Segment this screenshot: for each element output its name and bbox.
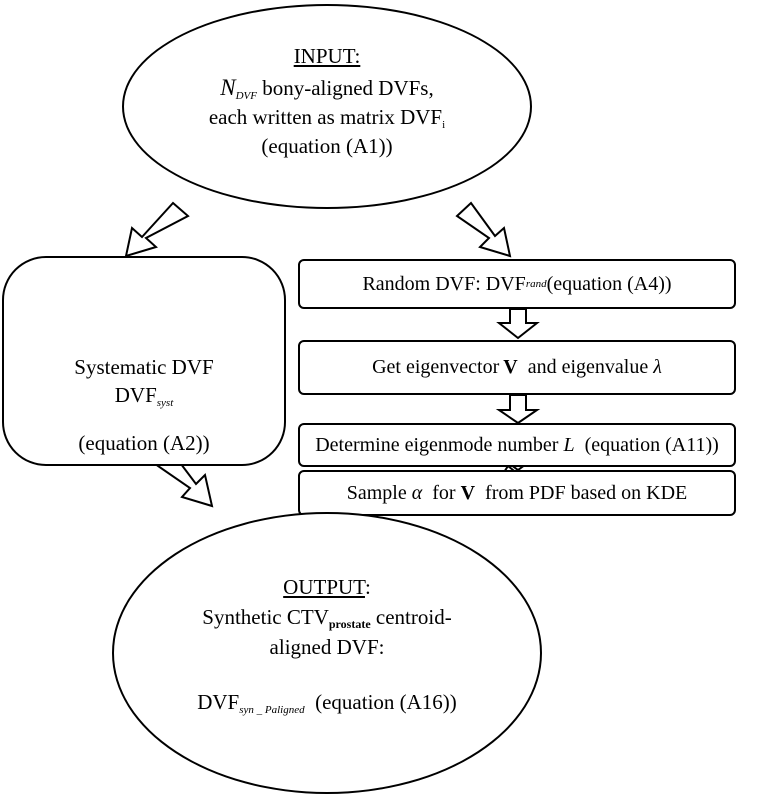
step2-v: V	[503, 356, 518, 378]
step4-end: from PDF based on KDE	[475, 481, 688, 504]
output-line3-sub: syn _ Paligned	[239, 704, 305, 716]
input-line2: each written as matrix DVF	[208, 105, 443, 129]
arrow-input-to-systematic	[124, 201, 190, 258]
step1-sub: rand	[525, 278, 547, 290]
step3-text: Determine eigenmode number	[315, 433, 564, 456]
step4-text: Sample	[346, 481, 412, 504]
n-symbol: N	[220, 75, 236, 100]
step2-text: Get eigenvector	[372, 356, 500, 378]
systematic-sub: syst	[156, 397, 174, 409]
step2-mid: and eigenvalue	[517, 356, 654, 378]
arrow-step2-to-step3	[495, 394, 541, 425]
step-eigen: Get eigenvector V and eigenvalue λ	[298, 340, 736, 395]
output-line3-eq: (equation (A16))	[304, 690, 457, 714]
output-line3-symbol: DVF	[197, 690, 240, 714]
input-line3: (equation (A1))	[261, 134, 393, 158]
arrow-step1-to-step2	[496, 308, 540, 340]
systematic-title: Systematic DVF	[74, 355, 214, 379]
step4-mid: for	[422, 481, 461, 504]
output-line1-sub: prostate	[328, 617, 371, 631]
output-line1a: Synthetic CTV	[202, 605, 329, 629]
input-heading: INPUT:	[293, 44, 361, 68]
output-line2: aligned DVF:	[269, 635, 385, 659]
input-ellipse: INPUT: NDVF bony-aligned DVFs, each writ…	[122, 4, 532, 209]
step-eigenmode: Determine eigenmode number L (equation (…	[298, 423, 736, 467]
output-ellipse: OUTPUT: Synthetic CTVprostate centroid- …	[112, 512, 542, 794]
systematic-symbol: DVF	[114, 383, 157, 407]
step1-eq: (equation (A4))	[546, 272, 672, 295]
step3-eq: (equation (A11))	[574, 433, 719, 456]
step4-alpha: α	[411, 481, 423, 504]
n-subscript: DVF	[235, 90, 257, 102]
input-line1: bony-aligned DVFs,	[256, 76, 434, 100]
output-heading: OUTPUT	[283, 575, 365, 599]
input-line2-sub: i	[442, 119, 446, 131]
step4-v: V	[460, 481, 476, 504]
step3-L: L	[563, 433, 575, 456]
output-line1b: centroid-	[370, 605, 452, 629]
output-colon: :	[364, 575, 371, 599]
systematic-box: Systematic DVF DVFsyst (equation (A2))	[2, 256, 286, 466]
step1-text: Random DVF: DVF	[362, 272, 526, 295]
step-sample: Sample α for V from PDF based on KDE	[298, 470, 736, 516]
step2-lambda: λ	[653, 356, 662, 378]
arrow-input-to-random	[455, 201, 512, 258]
systematic-equation: (equation (A2))	[78, 431, 210, 455]
